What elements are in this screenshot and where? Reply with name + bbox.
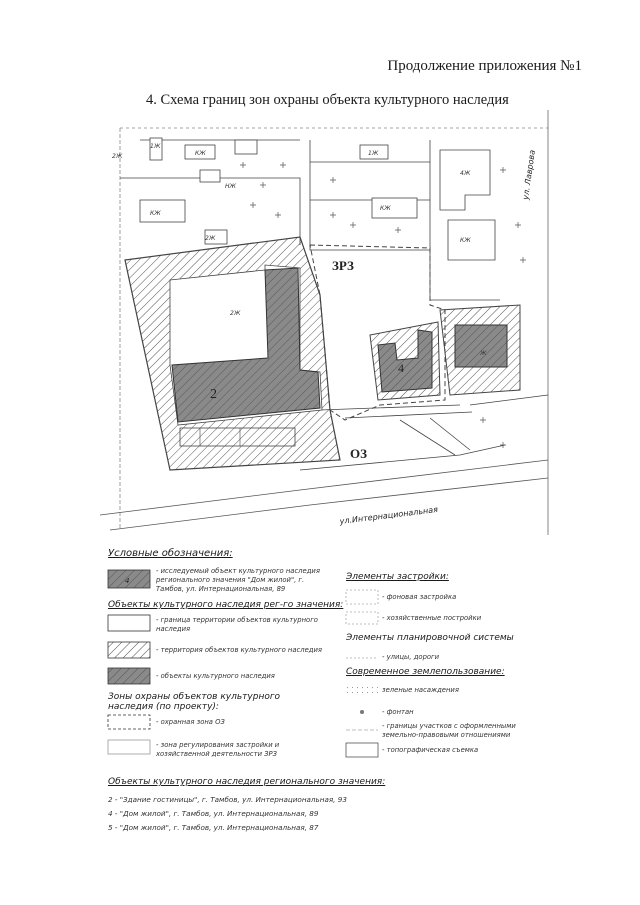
legend-swatch-green — [346, 685, 378, 695]
legend-land-heading: Современное землепользование: — [346, 667, 505, 677]
legend-regional-item: 2 - "Здание гостиницы", г. Тамбов, ул. И… — [108, 795, 347, 804]
building-mark: КЖ — [380, 205, 391, 212]
building-mark: 4Ж — [460, 170, 471, 177]
legend-build-aux: - хозяйственные постройки — [382, 614, 482, 622]
legend-land-fountain: - фонтан — [382, 708, 414, 716]
legend-build-heading: Элементы застройки: — [346, 572, 449, 582]
building-mark: Ж — [479, 350, 487, 357]
zone-zrz-label: ЗРЗ — [332, 258, 354, 273]
building-mark: КЖ — [195, 150, 206, 157]
legend-swatch-aux — [345, 611, 379, 625]
building-mark: 1Ж — [150, 143, 161, 150]
legend-swatch-topo — [345, 742, 379, 758]
legend-swatch-res — [345, 589, 379, 605]
legend-build-res: - фоновая застройка — [382, 593, 457, 601]
map-linework — [99, 110, 549, 535]
legend-land-topo: - топографическая съемка — [382, 746, 479, 754]
zone-oz-label: ОЗ — [350, 446, 367, 461]
legend-okn-objects: - объекты культурного наследия — [156, 672, 275, 680]
building-marks: 2Ж 1Ж КЖ НЖ КЖ 2Ж 1Ж 4Ж КЖ КЖ 2Ж Ж — [112, 143, 487, 357]
legend-swatch-zrz — [107, 739, 151, 755]
legend-okn-territory: - территория объектов культурного наслед… — [156, 646, 322, 654]
heritage-object-2 — [169, 264, 323, 447]
legend-okn-heading: Объекты культурного наследия рег-го знач… — [108, 600, 344, 610]
legend-studied: - исследуемый объект культурного наследи… — [156, 567, 320, 593]
building-mark: НЖ — [225, 183, 237, 190]
street-label-internatsionalnaya: ул.Интернациональная — [338, 505, 438, 526]
legend-zones-heading: Зоны охраны объектов культурного наследи… — [108, 692, 281, 712]
heritage-object-4 — [377, 329, 433, 393]
legend-swatch-territory — [107, 641, 151, 659]
legend-swatch-objects — [107, 667, 151, 685]
legend-zone-oz: - охранная зона ОЗ — [156, 718, 225, 726]
building-mark: 2Ж — [205, 235, 216, 242]
legend-plan-streets: - улицы, дороги — [382, 653, 440, 661]
legend-land-parcels: - границы участков с оформленными земель… — [382, 722, 516, 739]
object-number-4: 4 — [398, 361, 404, 375]
legend-regional-heading: Объекты культурного наследия регионально… — [108, 777, 386, 787]
page-header: Продолжение приложения №1 — [387, 58, 582, 74]
object-number-2: 2 — [210, 387, 217, 402]
legend-heading: Условные обозначения: — [108, 548, 233, 559]
legend-regional-item: 4 - "Дом жилой", г. Тамбов, ул. Интернац… — [108, 809, 319, 818]
building-mark: 1Ж — [368, 150, 379, 157]
zone-zrz-border — [309, 244, 446, 421]
legend-swatch-oz — [107, 714, 151, 730]
building-mark: 2Ж — [112, 153, 123, 160]
legend-plan-heading: Элементы планировочной системы — [346, 633, 514, 643]
legend-land-green: зеленые насаждения — [382, 686, 459, 694]
building-mark: КЖ — [460, 237, 471, 244]
legend-swatches — [107, 569, 379, 758]
legend-swatch-border — [107, 614, 151, 632]
page-title: 4. Схема границ зон охраны объекта культ… — [146, 92, 509, 108]
legend-swatch-studied — [107, 569, 151, 589]
legend-regional-item: 5 - "Дом жилой", г. Тамбов, ул. Интернац… — [108, 823, 319, 832]
legend-zone-zrz: - зона регулирования застройки и хозяйст… — [156, 741, 280, 758]
legend-swatch-studied-num: 4 — [125, 577, 129, 585]
building-mark: КЖ — [150, 210, 161, 217]
heritage-object-5 — [454, 324, 508, 368]
building-mark: 2Ж — [230, 310, 241, 317]
legend-okn-border: - граница территории объектов культурног… — [156, 616, 318, 633]
legend-swatch-fountain — [360, 710, 364, 714]
street-label-lavrova: ул. Лаврова — [521, 149, 537, 201]
